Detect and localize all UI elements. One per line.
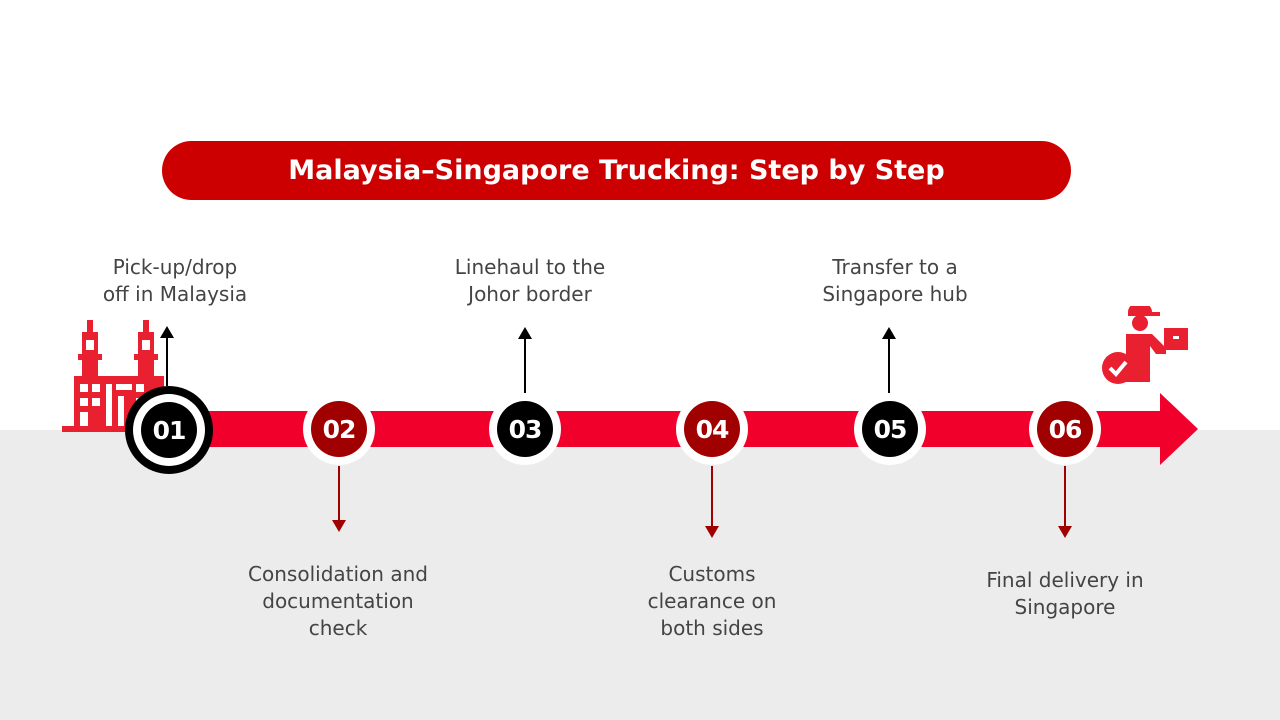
label-line: documentation (262, 589, 414, 613)
arrow-up-step-01 (160, 326, 174, 386)
label-line: Customs (668, 562, 756, 586)
step-number: 04 (695, 414, 730, 444)
label-line: Final delivery in (986, 568, 1144, 592)
label-line: Singapore hub (822, 282, 968, 306)
step-05-marker: 05 (854, 393, 926, 465)
step-06-label: Final delivery in Singapore (945, 567, 1185, 621)
step-number: 05 (873, 414, 908, 444)
step-06-marker: 06 (1029, 393, 1101, 465)
step-03-marker: 03 (489, 393, 561, 465)
label-line: check (308, 616, 368, 640)
label-line: Transfer to a (832, 255, 958, 279)
step-number: 06 (1048, 414, 1083, 444)
step-04-marker: 04 (676, 393, 748, 465)
step-02-label: Consolidation and documentation check (218, 561, 458, 642)
arrow-up-step-03 (518, 327, 532, 393)
step-05-label: Transfer to a Singapore hub (775, 254, 1015, 308)
label-line: Linehaul to the (454, 255, 606, 279)
step-01-label: Pick-up/drop off in Malaysia (55, 254, 295, 308)
timeline-arrowhead (1160, 393, 1198, 465)
label-line: Singapore (1014, 595, 1116, 619)
title-banner: Malaysia–Singapore Trucking: Step by Ste… (162, 141, 1071, 200)
label-line: Johor border (468, 282, 592, 306)
arrow-down-step-06 (1058, 466, 1072, 538)
label-line: off in Malaysia (102, 282, 248, 306)
delivery-person-icon (1102, 306, 1188, 384)
step-04-label: Customs clearance on both sides (592, 561, 832, 642)
arrow-down-step-04 (705, 466, 719, 538)
step-03-label: Linehaul to the Johor border (410, 254, 650, 308)
arrow-down-step-02 (332, 466, 346, 532)
step-01-marker: 01 (125, 386, 213, 474)
label-line: Consolidation and (248, 562, 428, 586)
step-number: 01 (152, 415, 187, 445)
bottom-background (0, 430, 1280, 720)
step-number: 03 (508, 414, 543, 444)
label-line: Pick-up/drop (112, 255, 238, 279)
label-line: both sides (660, 616, 764, 640)
step-02-marker: 02 (303, 393, 375, 465)
label-line: clearance on (647, 589, 777, 613)
arrow-up-step-05 (882, 327, 896, 393)
step-number: 02 (322, 414, 357, 444)
page-title: Malaysia–Singapore Trucking: Step by Ste… (288, 155, 945, 186)
